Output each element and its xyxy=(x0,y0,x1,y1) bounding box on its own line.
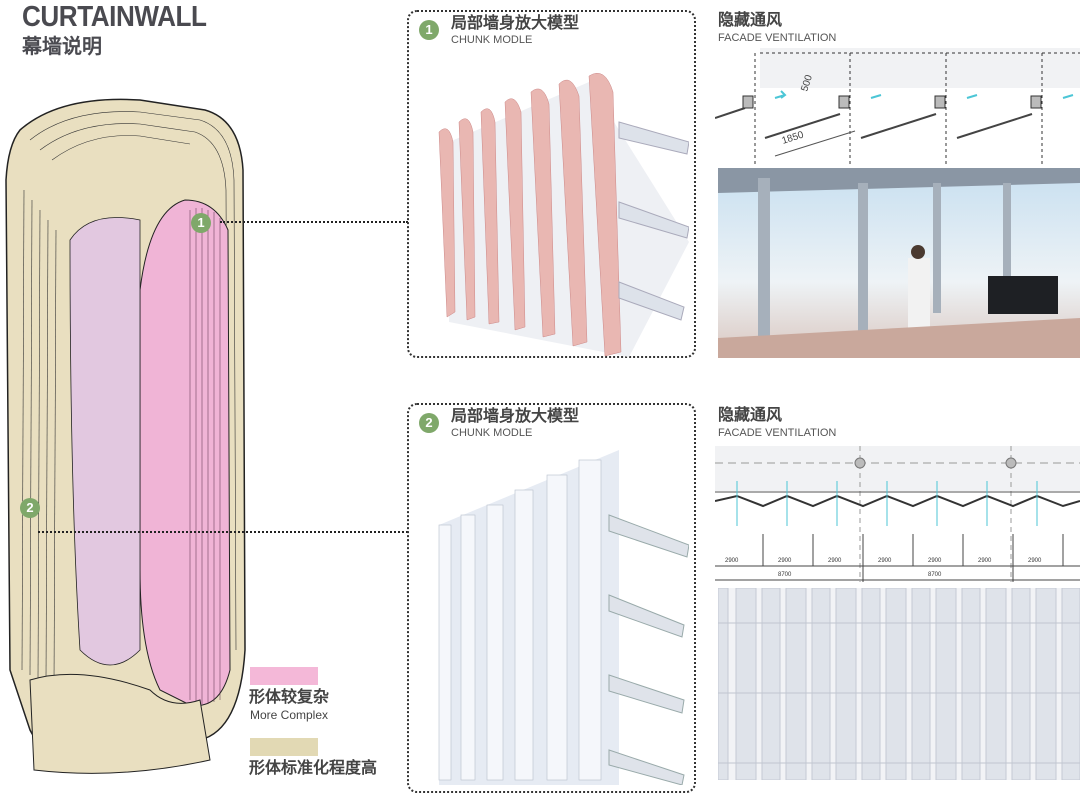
leader-line-2 xyxy=(38,531,408,533)
chunk-number: 1 xyxy=(419,20,439,40)
dim-label: 2900 xyxy=(828,558,842,564)
marker-1: 1 xyxy=(191,213,211,233)
chunk-title-en: CHUNK MODLE xyxy=(451,34,533,46)
leader-line-1 xyxy=(220,221,408,223)
dim-label: 2900 xyxy=(1028,558,1042,564)
ventilation-title-en: FACADE VENTILATION xyxy=(718,32,837,44)
chunk-box-2: 2 局部墙身放大模型 CHUNK MODLE xyxy=(407,403,696,793)
title-cn: 幕墙说明 xyxy=(22,34,102,58)
chunk-box-1: 1 局部墙身放大模型 CHUNK MODLE xyxy=(407,10,696,358)
legend-swatch-complex xyxy=(250,667,318,685)
marker-2: 2 xyxy=(20,498,40,518)
chunk-model-1-render xyxy=(438,73,689,357)
dim-label: 2900 xyxy=(778,558,792,564)
dim-label: 2900 xyxy=(928,558,942,564)
legend-label-cn: 形体标准化程度高 xyxy=(249,758,378,777)
ventilation-title-cn: 隐藏通风 xyxy=(718,10,783,29)
ventilation-plan-2: 2900 2900 2900 2900 2900 2900 2900 8700 … xyxy=(715,446,1080,582)
legend-label-cn: 形体较复杂 xyxy=(249,687,330,706)
ventilation-title-en: FACADE VENTILATION xyxy=(718,427,837,439)
dim-label: 2900 xyxy=(878,558,892,564)
chunk-title-en: CHUNK MODLE xyxy=(451,427,533,439)
dim-label: 2900 xyxy=(978,558,992,564)
facade-elevation xyxy=(718,588,1080,780)
interior-photo xyxy=(718,168,1080,358)
chunk-title-cn: 局部墙身放大模型 xyxy=(451,406,580,425)
tower-diagram xyxy=(5,98,246,774)
chunk-model-2-render xyxy=(438,450,689,785)
dim-total: 8700 xyxy=(778,572,792,578)
dim-total: 8700 xyxy=(928,572,942,578)
ventilation-title-cn: 隐藏通风 xyxy=(718,405,783,424)
legend-swatch-standard xyxy=(250,738,318,756)
title-en: CURTAINWALL xyxy=(22,1,207,33)
legend-label-en: More Complex xyxy=(250,708,329,722)
ventilation-section-1: 1850 500 xyxy=(715,48,1080,164)
chunk-title-cn: 局部墙身放大模型 xyxy=(451,13,580,32)
dim-label: 2900 xyxy=(725,558,739,564)
dim-500: 500 xyxy=(799,73,815,93)
chunk-number: 2 xyxy=(419,413,439,433)
